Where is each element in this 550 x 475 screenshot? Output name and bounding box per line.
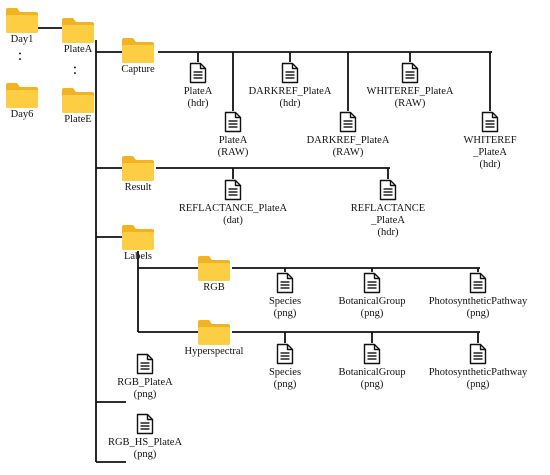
folder-label-day1: Day1 (10, 34, 34, 45)
file-label-hs-species: Species (png) (268, 367, 302, 390)
file-label-reflectance-hdr: REFLACTANCE _PlateA (hdr) (350, 203, 426, 238)
folder-icon (6, 8, 38, 33)
file-icon (481, 111, 499, 133)
file-icon (363, 272, 381, 294)
file-icon (276, 272, 294, 294)
folder-label-day6: Day6 (10, 109, 34, 120)
file-label-platea-raw: PlateA (RAW) (217, 135, 249, 158)
folder-icon (6, 83, 38, 108)
file-icon (281, 62, 299, 84)
folder-icon (122, 156, 154, 181)
file-label-hs-photosynthetic: PhotosyntheticPathway (png) (428, 367, 528, 390)
folder-label-result: Result (124, 182, 152, 193)
folder-label-rgb: RGB (203, 282, 225, 293)
file-icon (469, 272, 487, 294)
folder-icon (122, 225, 154, 250)
folder-icon (198, 256, 230, 281)
folder-label-platea: PlateA (63, 44, 93, 55)
file-icon (224, 179, 242, 201)
file-icon (136, 413, 154, 435)
file-icon (189, 62, 207, 84)
file-label-hs-botanical: BotanicalGroup (png) (338, 367, 406, 390)
ellipsis-days: : (17, 47, 23, 64)
folder-label-capture: Capture (121, 64, 155, 75)
file-label-whiteref-hdr: WHITEREF _PlateA (hdr) (463, 135, 517, 170)
file-label-darkref-raw: DARKREF_PlateA (RAW) (306, 135, 390, 158)
file-label-rgb-hs-platea: RGB_HS_PlateA (png) (107, 437, 183, 460)
file-icon (224, 111, 242, 133)
ellipsis-plates: : (72, 61, 78, 78)
file-icon (339, 111, 357, 133)
file-icon (136, 353, 154, 375)
file-label-whiteref-raw: WHITEREF_PlateA (RAW) (366, 86, 454, 109)
file-label-rgb-photosynthetic: PhotosyntheticPathway (png) (428, 296, 528, 319)
file-icon (469, 343, 487, 365)
folder-icon (198, 320, 230, 345)
folder-label-platee: PlateE (64, 114, 92, 125)
folder-icon (122, 38, 154, 63)
file-icon (363, 343, 381, 365)
file-label-rgb-botanical: BotanicalGroup (png) (338, 296, 406, 319)
folder-icon (62, 18, 94, 43)
file-icon (276, 343, 294, 365)
file-icon (379, 179, 397, 201)
file-label-rgb-platea: RGB_PlateA (png) (117, 377, 173, 400)
file-label-rgb-species: Species (png) (268, 296, 302, 319)
file-label-reflectance-dat: REFLACTANCE_PlateA (dat) (178, 203, 288, 226)
file-label-platea-hdr: PlateA (hdr) (183, 86, 213, 109)
folder-label-hyperspectral: Hyperspectral (184, 346, 244, 357)
folder-icon (62, 88, 94, 113)
file-icon (401, 62, 419, 84)
file-label-darkref-hdr: DARKREF_PlateA (hdr) (248, 86, 332, 109)
folder-label-labels: Labels (124, 251, 152, 262)
